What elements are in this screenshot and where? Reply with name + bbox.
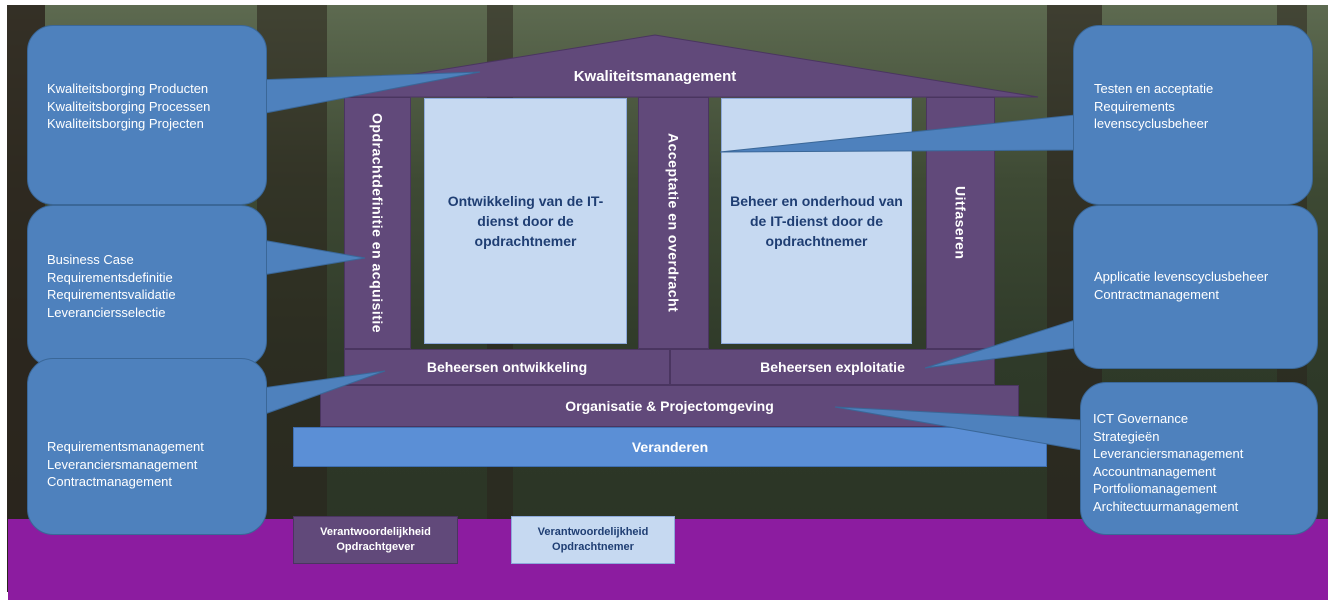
legend-opdrachtnemer-line2: Opdrachtnemer — [552, 541, 634, 553]
legend-opdrachtgever-line1: Verantwoordelijkheid — [320, 526, 431, 538]
callout-line: Testen en acceptatie — [1094, 81, 1214, 96]
callout-line: Strategieën — [1093, 428, 1160, 444]
callout-line: Contractmanagement — [47, 474, 173, 489]
callout-line: Leveranciersselectie — [47, 304, 166, 320]
pillar-beheer-label: Beheer en onderhoud van de IT-dienst doo… — [730, 193, 903, 249]
legend-opdrachtgever-line2: Opdrachtgever — [336, 541, 415, 553]
callout-business-case: Business Case Requirementsdefinitie Requ… — [27, 205, 267, 367]
pillar-ontwikkeling-label: Ontwikkeling van de IT-dienst door de op… — [447, 193, 604, 249]
pillar-uitfaseren-label: Uitfaseren — [952, 186, 969, 260]
legend-opdrachtnemer-line1: Verantwoordelijkheid — [537, 526, 649, 538]
pillar-acceptatie: Acceptatie en overdracht — [638, 97, 709, 349]
callout-line: Requirements — [1094, 98, 1175, 114]
callout-applicatie: Applicatie levenscyclusbeheer Contractma… — [1073, 205, 1318, 369]
pillar-ontwikkeling: Ontwikkeling van de IT-dienst door de op… — [424, 98, 627, 344]
callout-line: levenscyclusbeheer — [1094, 116, 1209, 131]
callout-line: Kwaliteitsborging Producten — [47, 81, 209, 96]
organisatie-band: Organisatie & Projectomgeving — [320, 385, 1019, 427]
callout-line: Requirementsdefinitie — [47, 269, 173, 285]
callout-line: Requirementsmanagement — [47, 439, 204, 454]
callout-line: Kwaliteitsborging Projecten — [47, 116, 204, 131]
callout-line: Requirementsvalidatie — [47, 287, 176, 302]
pillar-opdrachtdefinitie-label: Opdrachtdefinitie en acquisitie — [369, 112, 386, 334]
legend-opdrachtgever: Verantwoordelijkheid Opdrachtgever — [293, 516, 458, 564]
callout-ict-governance: ICT Governance Strategieën Leveranciersm… — [1080, 382, 1318, 535]
beheersen-ontwikkeling-band: Beheersen ontwikkeling — [344, 349, 670, 385]
veranderen-band: Veranderen — [293, 427, 1047, 467]
callout-line: Kwaliteitsborging Processen — [47, 98, 211, 114]
callout-line: Business Case — [47, 252, 134, 267]
callout-line: Contractmanagement — [1094, 286, 1220, 302]
roof-label: Kwaliteitsmanagement — [573, 67, 737, 85]
legend-opdrachtnemer: Verantwoordelijkheid Opdrachtnemer — [511, 516, 675, 564]
callout-line: ICT Governance — [1093, 411, 1189, 426]
beheersen-exploitatie-band: Beheersen exploitatie — [670, 349, 995, 385]
pillar-acceptatie-label: Acceptatie en overdracht — [665, 133, 682, 313]
callout-line: Leveranciersmanagement — [1093, 446, 1244, 461]
callout-line: Leveranciersmanagement — [47, 456, 198, 472]
callout-line: Accountmanagement — [1093, 463, 1216, 479]
callout-requirementsmanagement: Requirementsmanagement Leveranciersmanag… — [27, 358, 267, 535]
pillar-opdrachtdefinitie: Opdrachtdefinitie en acquisitie — [344, 97, 411, 349]
callout-testen: Testen en acceptatie Requirements levens… — [1073, 25, 1313, 205]
callout-line: Applicatie levenscyclusbeheer — [1094, 269, 1269, 284]
callout-line: Architectuurmanagement — [1093, 498, 1239, 514]
callout-line: Portfoliomanagement — [1093, 481, 1217, 496]
callout-kwaliteitsborging: Kwaliteitsborging Producten Kwaliteitsbo… — [27, 25, 267, 205]
